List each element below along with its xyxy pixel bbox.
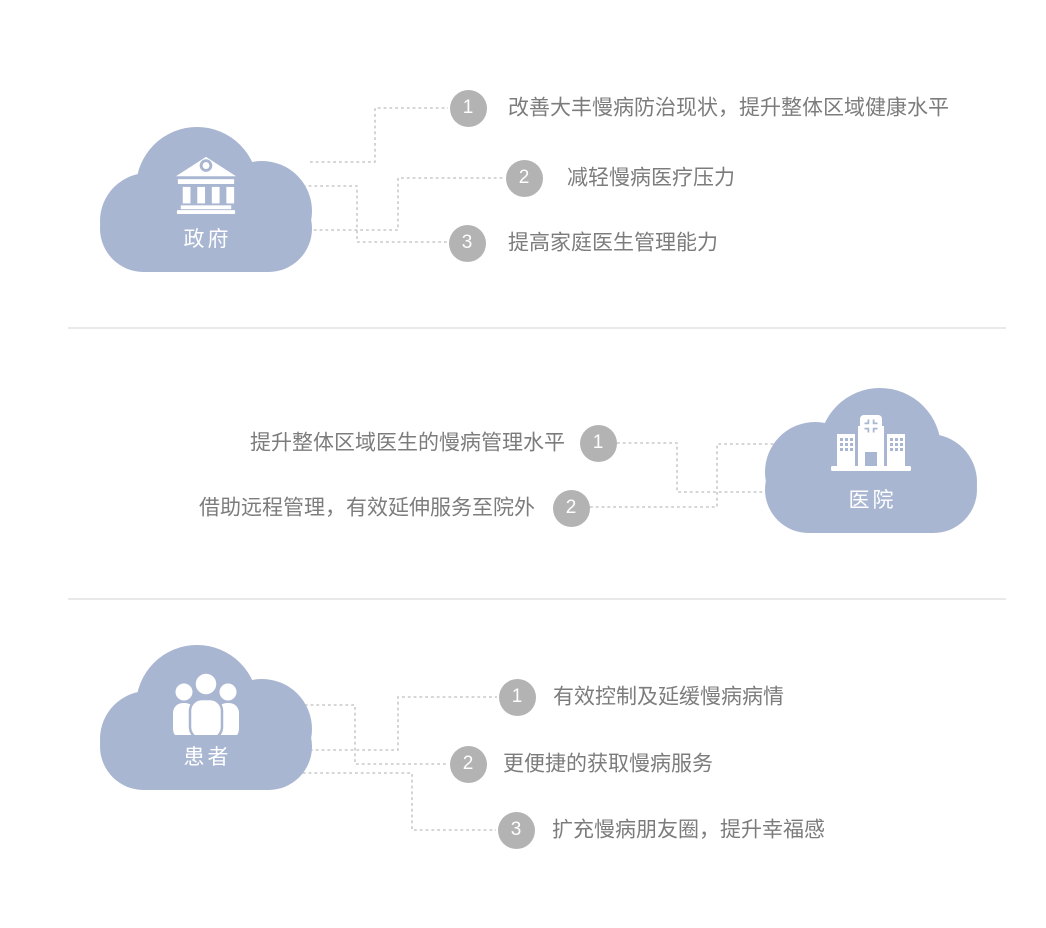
hospital-label: 医院 bbox=[848, 489, 897, 512]
patients-label: 患者 bbox=[183, 746, 232, 769]
connector-hospital-2 bbox=[590, 443, 781, 508]
government-cloud: 政府 bbox=[100, 127, 312, 272]
connector-government-1 bbox=[310, 107, 448, 163]
government-label: 政府 bbox=[183, 228, 232, 251]
government-item-1-badge: 1 bbox=[449, 89, 487, 127]
hospital-item-2-text: 借助远程管理，有效延伸服务至院外 bbox=[199, 496, 535, 520]
connector-hospital-1 bbox=[617, 442, 766, 493]
section-divider-2 bbox=[68, 598, 1006, 600]
connector-patient-1 bbox=[310, 696, 497, 751]
government-item-3-text: 提高家庭医生管理能力 bbox=[508, 231, 718, 255]
hospital-item-1-badge: 1 bbox=[579, 424, 617, 462]
patients-item-3-badge: 3 bbox=[497, 811, 535, 849]
patients-item-2-badge: 2 bbox=[449, 745, 487, 783]
cloud-shape bbox=[100, 185, 312, 272]
section-divider-1 bbox=[68, 327, 1006, 329]
patients-item-3-text: 扩充慢病朋友圈，提升幸福感 bbox=[552, 818, 825, 842]
government-item-2-badge: 2 bbox=[505, 159, 543, 197]
government-building-icon bbox=[100, 153, 312, 215]
connector-patient-2 bbox=[270, 704, 448, 765]
hospital-icon bbox=[765, 414, 977, 472]
patients-item-2-text: 更便捷的获取慢病服务 bbox=[503, 752, 713, 776]
patients-cloud: 患者 bbox=[100, 645, 312, 790]
hospital-item-1-text: 提升整体区域医生的慢病管理水平 bbox=[250, 431, 565, 455]
government-item-3-badge: 3 bbox=[448, 224, 486, 262]
hospital-item-2-badge: 2 bbox=[552, 489, 590, 527]
connector-government-3 bbox=[268, 185, 447, 243]
patients-item-1-text: 有效控制及延缓慢病病情 bbox=[553, 685, 784, 709]
people-group-icon bbox=[100, 671, 312, 735]
government-item-1-text: 改善大丰慢病防治现状，提升整体区域健康水平 bbox=[508, 96, 949, 120]
hospital-cloud: 医院 bbox=[765, 388, 977, 533]
connector-government-2 bbox=[308, 177, 504, 231]
patients-item-1-badge: 1 bbox=[498, 678, 536, 716]
government-item-2-text: 减轻慢病医疗压力 bbox=[567, 166, 735, 190]
